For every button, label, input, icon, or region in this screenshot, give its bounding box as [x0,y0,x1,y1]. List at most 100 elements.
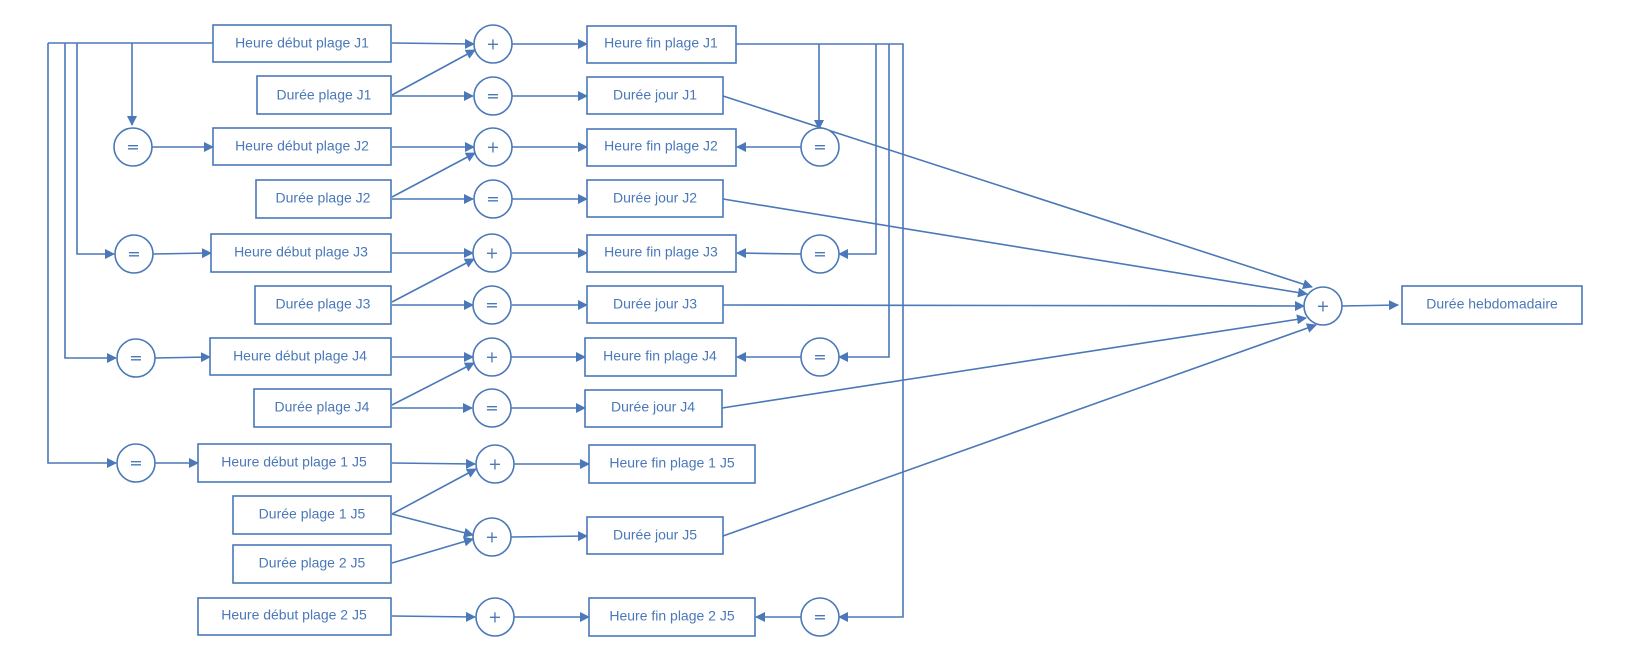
node-heure-debut-plage-2-j5: Heure début plage 2 J5 [197,597,392,636]
op-plus-j5-plage2: + [475,597,515,637]
op-eq-debut-j3: = [114,234,154,274]
op-symbol: = [813,138,826,157]
node-label: Durée hebdomadaire [1426,296,1558,312]
op-symbol: = [127,245,140,264]
boxes: Heure début plage J1 Durée plage J1 Heur… [197,24,1583,637]
node-duree-jour-j5: Durée jour J5 [586,516,724,555]
node-label: Durée plage J3 [276,296,371,312]
edge-bus-to-eq-hf3 [838,44,877,259]
node-duree-hebdomadaire: Durée hebdomadaire [1401,285,1583,325]
edge-eq-to-hd3 [152,248,212,259]
edge-bus-to-eq-hd5a [47,43,117,468]
node-heure-debut-plage-j4: Heure début plage J4 [209,337,392,376]
edge-hd5a-to-plus5a [391,458,476,469]
edge-eq-to-hf3 [736,248,802,259]
node-label: Durée plage 2 J5 [259,555,366,571]
node-duree-jour-j2: Durée jour J2 [586,179,724,218]
node-label: Durée jour J4 [611,399,695,415]
op-eq-debut-j2: = [113,127,153,167]
edge-dj2-to-total [722,198,1308,298]
node-label: Heure début plage 2 J5 [221,607,367,623]
op-symbol: + [488,455,501,474]
op-symbol: = [129,349,142,368]
op-symbol: + [485,244,498,263]
node-label: Durée plage J4 [275,399,370,415]
node-heure-fin-plage-1-j5: Heure fin plage 1 J5 [588,444,756,484]
edge-hd1-to-plus1 [391,38,475,49]
node-duree-jour-j4: Durée jour J4 [584,389,723,428]
node-label: Heure début plage J4 [233,348,367,364]
op-eq-debut-j5: = [116,443,156,483]
op-symbol: = [813,245,826,264]
op-symbol: = [813,348,826,367]
op-symbol: = [486,87,499,106]
node-heure-fin-plage-2-j5: Heure fin plage 2 J5 [588,597,756,637]
node-label: Durée jour J5 [613,527,697,543]
node-duree-jour-j3: Durée jour J3 [586,285,724,324]
node-heure-fin-plage-j3: Heure fin plage J3 [586,234,737,273]
node-label: Heure fin plage J1 [604,35,718,51]
op-symbol: = [129,454,142,473]
node-duree-plage-j3: Durée plage J3 [254,285,392,325]
node-heure-debut-plage-1-j5: Heure début plage 1 J5 [197,443,392,483]
node-label: Heure fin plage J2 [604,138,718,154]
node-label: Heure début plage J3 [234,244,368,260]
edge-bus-to-eq-hd3 [76,43,115,259]
op-eq-fin-j2: = [800,127,840,167]
node-label: Heure début plage J2 [235,138,369,154]
node-duree-plage-j1: Durée plage J1 [256,75,392,115]
op-plus-j1: + [473,24,513,64]
edge-dp1-to-plus1 [391,49,476,96]
op-symbol: + [1316,297,1329,316]
edge-dj3-to-total [722,300,1305,311]
node-heure-fin-plage-j4: Heure fin plage J4 [584,337,737,377]
op-plus-j3: + [472,233,512,273]
edge-dp5b-to-plus5b [391,536,474,564]
edge-dp3-to-plus3 [391,258,475,303]
edge-total-to-weekly [1341,300,1399,311]
node-heure-debut-plage-j2: Heure début plage J2 [212,127,392,166]
node-label: Heure fin plage 2 J5 [609,608,735,624]
op-plus-j5-plage1: + [475,444,515,484]
op-symbol: + [485,528,498,547]
node-duree-jour-j1: Durée jour J1 [586,76,724,115]
node-label: Durée plage J1 [277,87,372,103]
edge-eq-to-hd4 [154,352,211,363]
op-symbol: = [485,399,498,418]
operators: + + + + + + + + = = = = = = = = = = = = [113,24,1343,637]
node-label: Heure fin plage J4 [603,348,717,364]
node-label: Durée plage J2 [276,190,371,206]
node-label: Heure début plage 1 J5 [221,454,367,470]
node-duree-plage-j4: Durée plage J4 [253,388,392,428]
op-plus-total: + [1303,286,1343,326]
op-eq-duree-j4: = [472,388,512,428]
op-plus-j5-duree: + [472,517,512,557]
edge-bus-to-eq-hf4 [838,44,890,362]
op-symbol: + [485,348,498,367]
op-eq-duree-j3: = [472,285,512,325]
node-label: Heure fin plage J3 [604,244,718,260]
node-heure-fin-plage-j2: Heure fin plage J2 [586,128,737,167]
op-eq-debut-j4: = [116,338,156,378]
op-eq-fin-j5-plage2: = [800,597,840,637]
edge-dp4-to-plus4 [391,362,475,406]
node-label: Heure début plage J1 [235,35,369,51]
op-symbol: = [486,190,499,209]
op-plus-j4: + [472,337,512,377]
op-eq-duree-j2: = [473,179,513,219]
node-label: Heure fin plage 1 J5 [609,455,735,471]
edge-dp5a-to-plus5a [391,468,477,515]
node-label: Durée jour J3 [613,296,697,312]
edge-bus-to-eq-hd4 [64,43,117,363]
node-duree-plage-1-j5: Durée plage 1 J5 [232,495,392,535]
op-symbol: = [485,296,498,315]
edge-hd5b-to-plus5c [391,611,476,622]
op-eq-fin-j3: = [800,234,840,274]
node-duree-plage-2-j5: Durée plage 2 J5 [232,544,392,584]
edge-dp2-to-plus2 [391,152,476,198]
op-symbol: + [488,608,501,627]
edge-dj4-to-total [721,314,1307,409]
op-symbol: + [486,138,499,157]
edge-plus5b-to-dj5 [510,531,588,542]
